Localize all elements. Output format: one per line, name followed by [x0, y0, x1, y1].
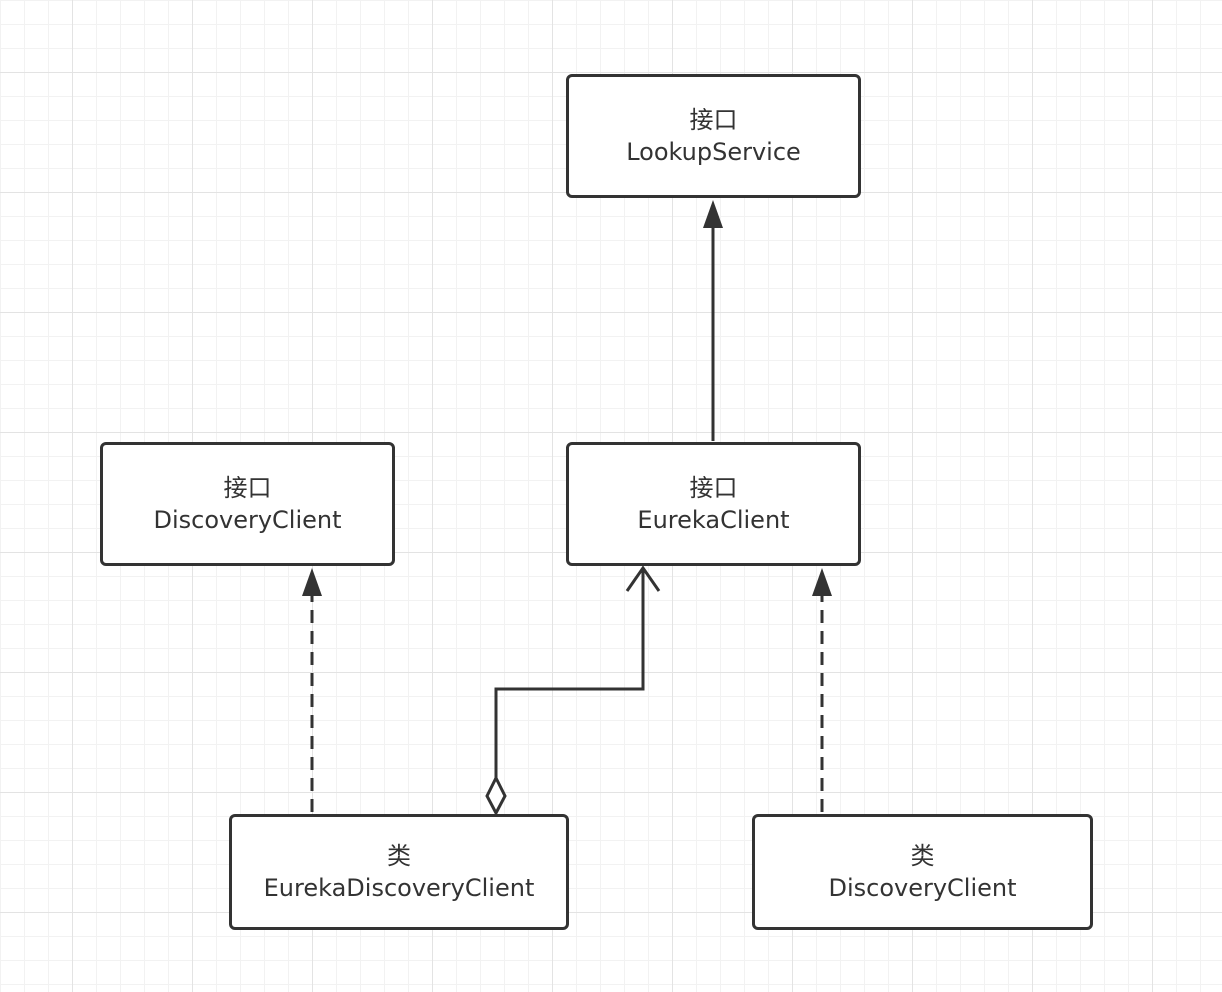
node-name-label: DiscoveryClient: [153, 506, 342, 534]
aggregation-diamond-icon: [485, 774, 507, 817]
node-name-label: EurekaDiscoveryClient: [263, 874, 535, 902]
node-discoveryclient-interface[interactable]: 接口 DiscoveryClient: [100, 442, 395, 566]
node-kind-label: 类: [910, 842, 935, 870]
node-kind-label: 接口: [689, 474, 738, 502]
node-name-label: LookupService: [626, 138, 801, 166]
arrowhead-filled-icon: [703, 200, 723, 228]
node-kind-label: 类: [387, 842, 411, 870]
arrowhead-open-icon: [625, 565, 661, 592]
node-lookupservice-interface[interactable]: 接口 LookupService: [566, 74, 861, 198]
node-eurekadiscoveryclient-class[interactable]: 类 EurekaDiscoveryClient: [229, 814, 569, 930]
node-discoveryclient-class[interactable]: 类 DiscoveryClient: [752, 814, 1093, 930]
arrowhead-filled-icon: [812, 568, 832, 596]
node-kind-label: 接口: [223, 474, 272, 502]
node-name-label: EurekaClient: [637, 506, 790, 534]
node-kind-label: 接口: [689, 106, 738, 134]
edge-eurekadiscoveryclient-aggregates-eurekaclient: [494, 570, 645, 780]
arrowhead-filled-icon: [302, 568, 322, 596]
node-eurekaclient-interface[interactable]: 接口 EurekaClient: [566, 442, 861, 566]
node-name-label: DiscoveryClient: [828, 874, 1017, 902]
